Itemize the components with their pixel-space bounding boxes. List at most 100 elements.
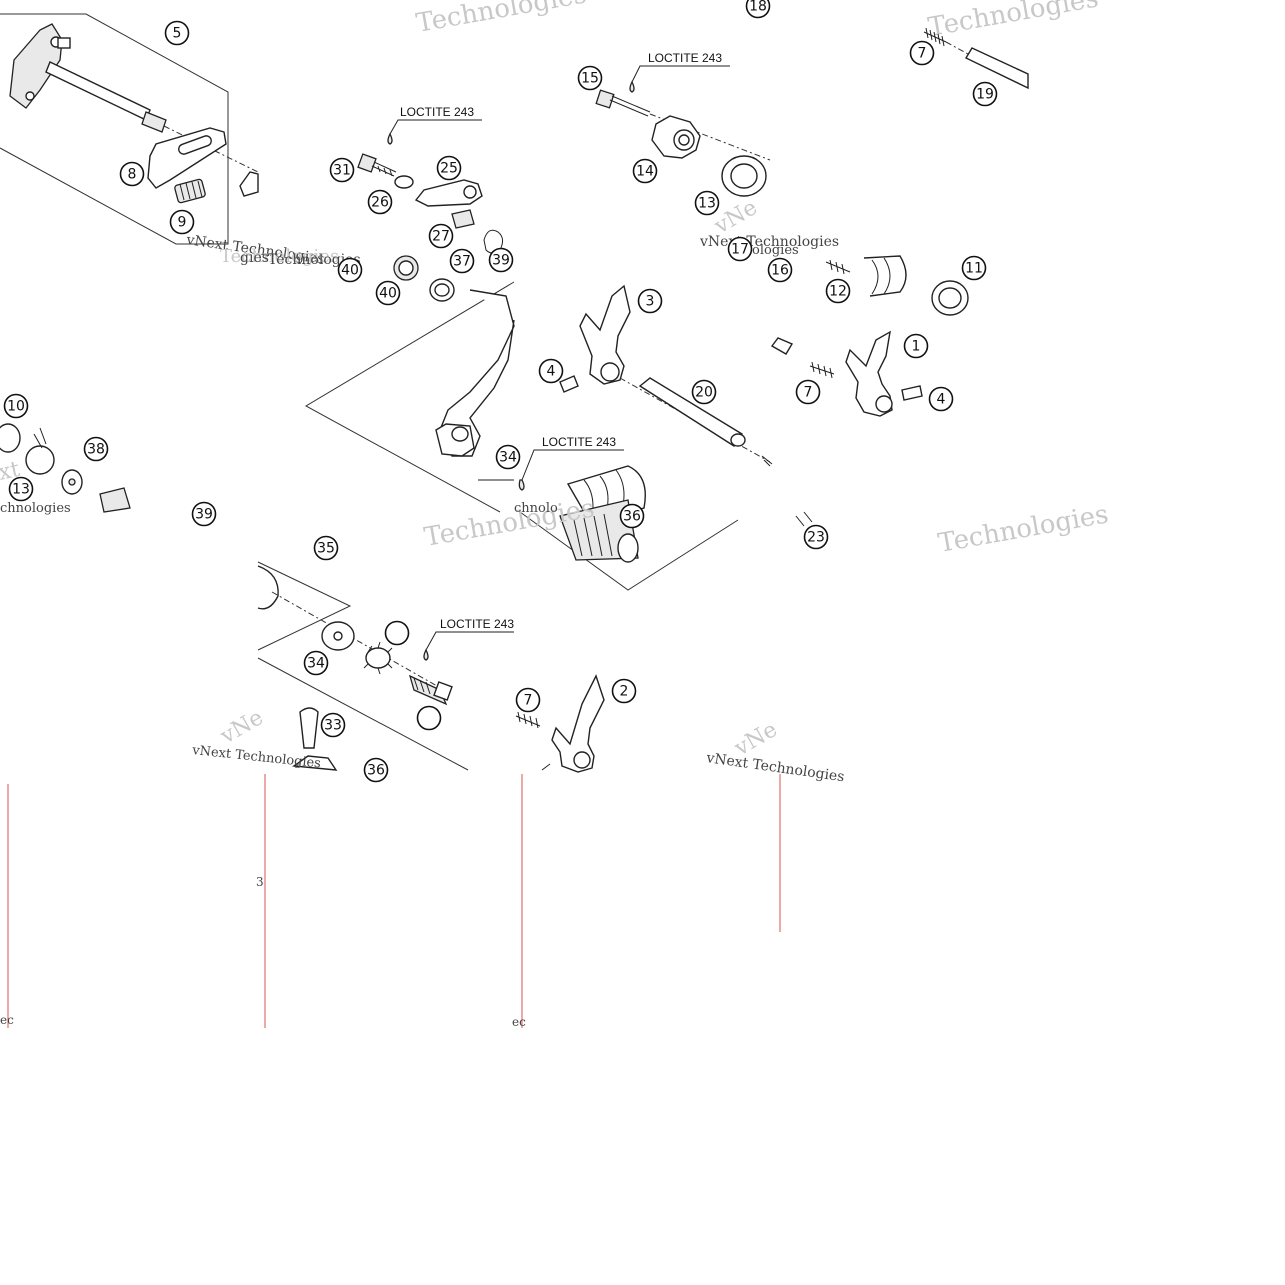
- watermark-technologies: Technologies: [414, 0, 589, 39]
- callout-circle: [767, 257, 793, 283]
- pin-4: [901, 385, 923, 401]
- tile-lever-fasteners: LOCTITE 243 vNext Technologies vNe: [191, 561, 514, 772]
- tile-shift-drum-locating: LOCTITE 243 vNext Technologies vNe: [595, 51, 839, 250]
- callout-circle: [611, 678, 637, 704]
- callout-12: 12: [825, 278, 851, 304]
- watermark-vnext: vNext Technologies: [191, 743, 322, 772]
- spring-7: [923, 27, 947, 47]
- callout-label: 7: [918, 46, 927, 62]
- callout-circle: [436, 155, 462, 181]
- callout-circle: [119, 161, 145, 187]
- edge-fragment: ec: [0, 1013, 14, 1027]
- callout-label: 27: [432, 229, 450, 245]
- callout-circle: [515, 687, 541, 713]
- callout-40: 40: [337, 257, 363, 283]
- callout-20: 20: [691, 379, 717, 405]
- callout-circle: [637, 288, 663, 314]
- callout-label: 1: [912, 339, 921, 355]
- screw-27: [357, 153, 397, 177]
- callout-34: 34: [495, 444, 521, 470]
- callout-9: 9: [169, 209, 195, 235]
- callout-27: 27: [428, 223, 454, 249]
- watermark-technologies: Technologies: [936, 499, 1111, 558]
- loctite-drop: [629, 80, 635, 93]
- callout-circle: [8, 476, 34, 502]
- loctite-drop: [387, 132, 393, 145]
- callout-label: 36: [367, 763, 385, 779]
- callout-10: 10: [3, 393, 29, 419]
- callout-label: 16: [771, 263, 789, 279]
- callout-circle: [727, 236, 753, 262]
- callout-label: 20: [695, 385, 713, 401]
- loctite-label: LOCTITE 243: [648, 51, 722, 65]
- callout-17: 17: [727, 236, 753, 262]
- callout-circle: [909, 40, 935, 66]
- callout-19: 19: [972, 81, 998, 107]
- callout-label: 10: [7, 399, 25, 415]
- lever-24: [414, 179, 483, 207]
- loctite-drop: [423, 648, 429, 661]
- callout-label: 33: [324, 718, 342, 734]
- callout-undefined: [384, 620, 410, 646]
- tile-fork-1: chnologies Technologies: [728, 243, 1111, 559]
- callout-3: 3: [637, 288, 663, 314]
- shift-drum: [559, 465, 646, 563]
- bearing-37: [99, 487, 131, 513]
- callout-circle: [164, 20, 190, 46]
- watermark-technologies: Technologies: [926, 0, 1101, 43]
- callout-circle: [3, 393, 29, 419]
- callout-15: 15: [577, 65, 603, 91]
- callout-circle: [337, 257, 363, 283]
- shift-fork-2: [551, 674, 605, 773]
- callout-circle: [694, 190, 720, 216]
- callout-label: 40: [341, 263, 359, 279]
- callout-circle: [632, 158, 658, 184]
- callout-4: 4: [928, 386, 954, 412]
- callout-label: 8: [128, 167, 137, 183]
- callout-label: 12: [829, 284, 847, 300]
- shift-rail-19: [965, 47, 1029, 90]
- callout-label: 7: [524, 693, 533, 709]
- callout-5: 5: [164, 20, 190, 46]
- callout-label: 18: [749, 0, 767, 15]
- callout-circle: [928, 386, 954, 412]
- lock-washer-39: [363, 641, 393, 675]
- callout-label: 4: [547, 364, 556, 380]
- callout-26: 26: [367, 189, 393, 215]
- callout-11: 11: [961, 255, 987, 281]
- shift-fork-1: [845, 330, 893, 417]
- callout-label: 11: [965, 261, 983, 277]
- tile-shift-shaft: vNext Technologies Technologies: [0, 13, 339, 267]
- callout-14: 14: [632, 158, 658, 184]
- callout-39: 39: [488, 247, 514, 273]
- callout-label: 34: [307, 656, 325, 672]
- watermark-vnext: chnologies: [0, 501, 71, 516]
- callout-label: 5: [173, 26, 182, 42]
- callout-circle: [961, 255, 987, 281]
- callout-circle: [303, 650, 329, 676]
- loctite-drop: [518, 479, 525, 491]
- callout-label: 31: [333, 163, 351, 179]
- tile-shift-rail: Technologies: [923, 0, 1101, 90]
- callout-circle: [972, 81, 998, 107]
- screw-16: [595, 89, 651, 117]
- callout-label: 37: [453, 254, 471, 270]
- callout-34: 34: [303, 650, 329, 676]
- callout-25: 25: [436, 155, 462, 181]
- spring-12: [825, 259, 851, 275]
- callout-circle: [538, 358, 564, 384]
- tile-circlips: xt chnologies: [0, 423, 131, 516]
- loctite-label: LOCTITE 243: [440, 617, 514, 631]
- callout-1: 1: [903, 333, 929, 359]
- callout-39: 39: [191, 501, 217, 527]
- callout-7: 7: [515, 687, 541, 713]
- callout-circle: [191, 501, 217, 527]
- shift-fork-3: [579, 284, 631, 385]
- callout-33: 33: [320, 712, 346, 738]
- watermark-technologies: Technologies: [220, 246, 339, 267]
- callout-label: 3: [646, 294, 655, 310]
- callout-40: 40: [375, 280, 401, 306]
- callout-label: 13: [698, 196, 716, 212]
